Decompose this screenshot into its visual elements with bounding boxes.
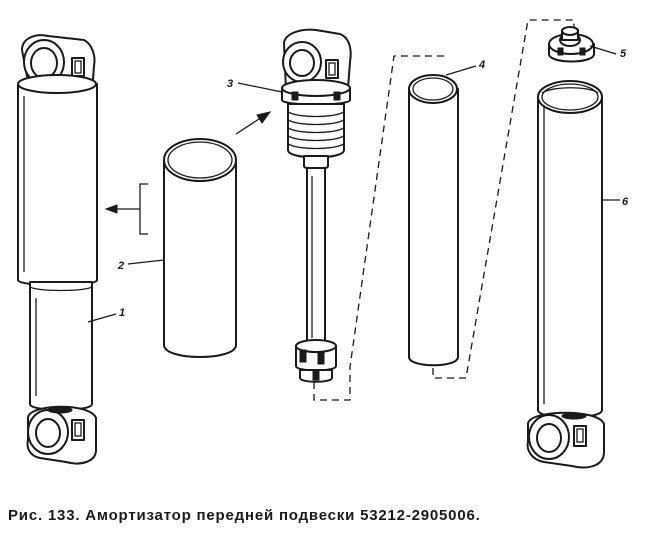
exploded-view-figure: 1 2 3 4 5 6 (17, 19, 629, 469)
reservoir-with-lower-eye-icon (526, 80, 605, 469)
assembly-path-rod-to-cylinder (313, 55, 448, 401)
assembled-shock-absorber-icon (17, 34, 98, 465)
assembly-arrow-icon (235, 111, 272, 135)
casing-position-bracket-icon (104, 183, 148, 235)
figure-caption: Рис. 133. Амортизатор передней подвески … (8, 507, 481, 524)
piston-rod-with-upper-eye-icon (281, 28, 352, 383)
callout-6: 6 (622, 196, 629, 208)
callout-4: 4 (478, 59, 485, 71)
callout-5: 5 (620, 48, 627, 60)
protective-casing-cylinder-icon (163, 138, 237, 358)
bottom-valve-icon (548, 26, 595, 63)
callout-3: 3 (227, 78, 233, 90)
leader-lines (87, 45, 620, 323)
working-cylinder-icon (408, 74, 459, 367)
callout-1: 1 (119, 307, 125, 319)
callout-2: 2 (117, 260, 124, 272)
